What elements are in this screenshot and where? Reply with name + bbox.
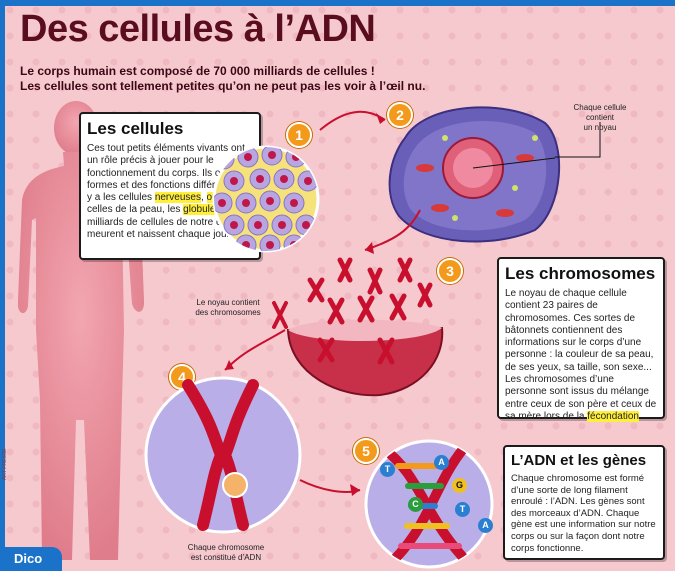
dna-base-c: C [408,497,423,512]
dna-base-a: A [434,455,449,470]
chromosomes-text: Le noyau de chaque cellule contient 23 p… [505,288,657,423]
cells-magnified-illustration [212,145,320,253]
step-badge-1: 1 [286,122,312,148]
nucleus-callout-line [555,122,601,158]
nucleus-label-line: Chaque cellule [573,103,627,112]
chromosomes-label-line: des chromosomes [195,308,261,317]
dna-label-line: Chaque chromosome [187,543,265,552]
step-badge-2: 2 [387,102,413,128]
dna-base-t: T [455,502,470,517]
nucleus-label-line: un noyau [583,123,617,132]
dna-base-a: A [478,518,493,533]
nucleus-chromosomes-illustration [286,257,444,397]
top-border [0,0,675,6]
highlight-fecondation: fécondation [587,410,639,422]
dna-label: Chaque chromosome est constitué d’ADN [180,543,272,563]
cells-text-part: , [200,192,207,204]
dna-info-box: L’ADN et les gènes Chaque chromosome est… [503,445,665,560]
nucleus-label: Chaque cellule contient un noyau [560,103,640,133]
dna-base-g: G [452,478,467,493]
chromosomes-info-box: Les chromosomes Le noyau de chaque cellu… [497,257,665,422]
highlight-nerveuses: nerveuses [154,192,201,204]
highlight-globules: globules [183,204,221,216]
nucleus-label-line: contient [585,113,615,122]
chromosome-magnified-illustration [144,376,302,534]
chromosomes-title: Les chromosomes [505,264,656,283]
left-border [0,0,5,571]
dna-label-line: est constitué d’ADN [190,553,262,562]
chromosomes-text-part: Le noyau de chaque cellule contient 23 p… [505,288,657,422]
cells-text-part: Ces tout petits éléments vivants ont un … [87,143,251,204]
dna-title: L’ADN et les gènes [511,452,647,469]
credit-text: ART PRESSE [2,448,8,481]
cells-title: Les cellules [87,119,184,138]
dna-base-t: T [380,462,395,477]
page-title: Des cellules à l’ADN [20,8,376,50]
chromosomes-text-part: . [638,410,642,422]
dna-helix-illustration [364,439,494,569]
cell-illustration [388,106,561,243]
intro-text: Le corps humain est composé de 70 000 mi… [20,64,440,94]
intro-line-2: Les cellules sont tellement petites qu’o… [20,79,426,93]
chromosome-small-icon [272,301,288,329]
dna-text: Chaque chromosome est formé d’une sorte … [511,473,656,554]
chromosomes-label: Le noyau contient des chromosomes [183,298,273,318]
step-badge-5: 5 [353,438,379,464]
chromosomes-label-line: Le noyau contient [196,298,260,307]
dico-tab[interactable]: Dico [0,547,62,571]
step-badge-3: 3 [437,258,463,284]
intro-line-1: Le corps humain est composé de 70 000 mi… [20,64,375,78]
